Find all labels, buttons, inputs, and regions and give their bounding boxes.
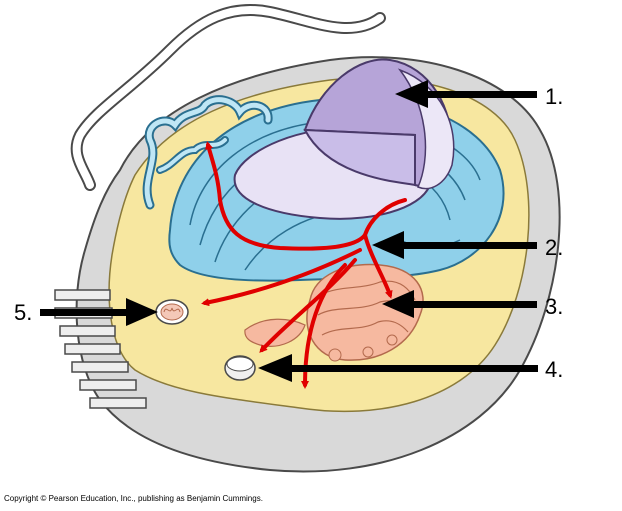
pointer-arrows bbox=[40, 80, 538, 382]
pointer-arrow-5 bbox=[40, 298, 158, 326]
label-5: 5. bbox=[14, 300, 32, 325]
label-4: 4. bbox=[545, 357, 563, 382]
golgi-apparatus bbox=[244, 263, 424, 362]
pointer-arrow-2 bbox=[372, 231, 537, 259]
copyright-notice: Copyright © Pearson Education, Inc., pub… bbox=[4, 494, 263, 503]
pointer-arrow-1 bbox=[395, 80, 537, 108]
pointer-arrow-3 bbox=[382, 290, 537, 318]
pointer-arrow-4 bbox=[258, 354, 538, 382]
vesicle bbox=[224, 355, 256, 381]
label-2: 2. bbox=[545, 235, 563, 260]
label-3: 3. bbox=[545, 294, 563, 319]
mitochondrion bbox=[155, 299, 189, 325]
label-1: 1. bbox=[545, 84, 563, 109]
